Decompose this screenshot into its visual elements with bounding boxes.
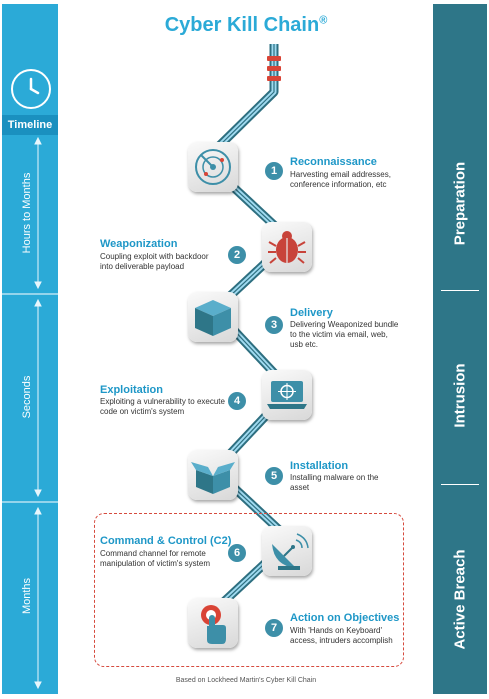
- bug-icon: [268, 231, 306, 264]
- step-7-title: Action on Objectives: [290, 612, 400, 624]
- step-5-tile: [188, 450, 238, 500]
- step-5-desc: Installing malware on the asset: [290, 473, 379, 492]
- footer-credit: Based on Lockheed Martin's Cyber Kill Ch…: [175, 677, 317, 684]
- active-breach-frame: [94, 513, 404, 667]
- step-5-badge: 5: [265, 467, 283, 485]
- step-4-title: Exploitation: [100, 384, 163, 396]
- timeline-arrows: [2, 136, 58, 690]
- radar-icon: [195, 149, 231, 185]
- step-2-desc: Coupling exploit with backdoor into deli…: [100, 252, 209, 271]
- phase-bar: Preparation Intrusion Active Breach: [433, 4, 487, 694]
- step-2-badge: 2: [228, 246, 246, 264]
- step-1-desc: Harvesting email addresses, conference i…: [290, 170, 391, 189]
- step-6-desc: Command channel for remote manipulation …: [100, 549, 211, 568]
- step-1-badge: 1: [265, 162, 283, 180]
- step-3-desc: Delivering Weaponized bundle to the vict…: [290, 320, 399, 349]
- step-7-tile: [188, 598, 238, 648]
- clock-icon: [11, 69, 51, 109]
- step-6-badge: 6: [228, 544, 246, 562]
- step-1-title: Reconnaissance: [290, 156, 377, 168]
- step-1-tile: [188, 142, 238, 192]
- step-6-title: Command & Control (C2): [100, 535, 232, 547]
- step-4-desc: Exploiting a vulnerability to execute co…: [100, 397, 225, 416]
- page-title: Cyber Kill Chain®: [60, 14, 432, 37]
- hand-button-icon: [201, 605, 226, 644]
- timeline-bar: Timeline Hours to Months Seconds Months: [2, 4, 58, 694]
- step-6-tile: [262, 526, 312, 576]
- phase-divider: [441, 290, 479, 291]
- title-text: Cyber Kill Chain: [164, 14, 320, 36]
- package-icon: [195, 300, 231, 336]
- step-3-title: Delivery: [290, 307, 333, 319]
- timeline-label: Timeline: [2, 115, 58, 135]
- step-3-tile: [188, 292, 238, 342]
- satellite-dish-icon: [272, 533, 309, 570]
- registered-mark: ®: [319, 14, 328, 27]
- laptop-target-icon: [267, 381, 307, 409]
- open-box-icon: [191, 462, 235, 494]
- step-5-title: Installation: [290, 460, 349, 472]
- step-4-badge: 4: [228, 392, 246, 410]
- step-2-tile: [262, 222, 312, 272]
- step-3-badge: 3: [265, 316, 283, 334]
- step-7-desc: With 'Hands on Keyboard' access, intrude…: [290, 626, 393, 645]
- step-4-tile: [262, 370, 312, 420]
- step-7-badge: 7: [265, 619, 283, 637]
- phase-divider: [441, 484, 479, 485]
- step-2-title: Weaponization: [100, 238, 178, 250]
